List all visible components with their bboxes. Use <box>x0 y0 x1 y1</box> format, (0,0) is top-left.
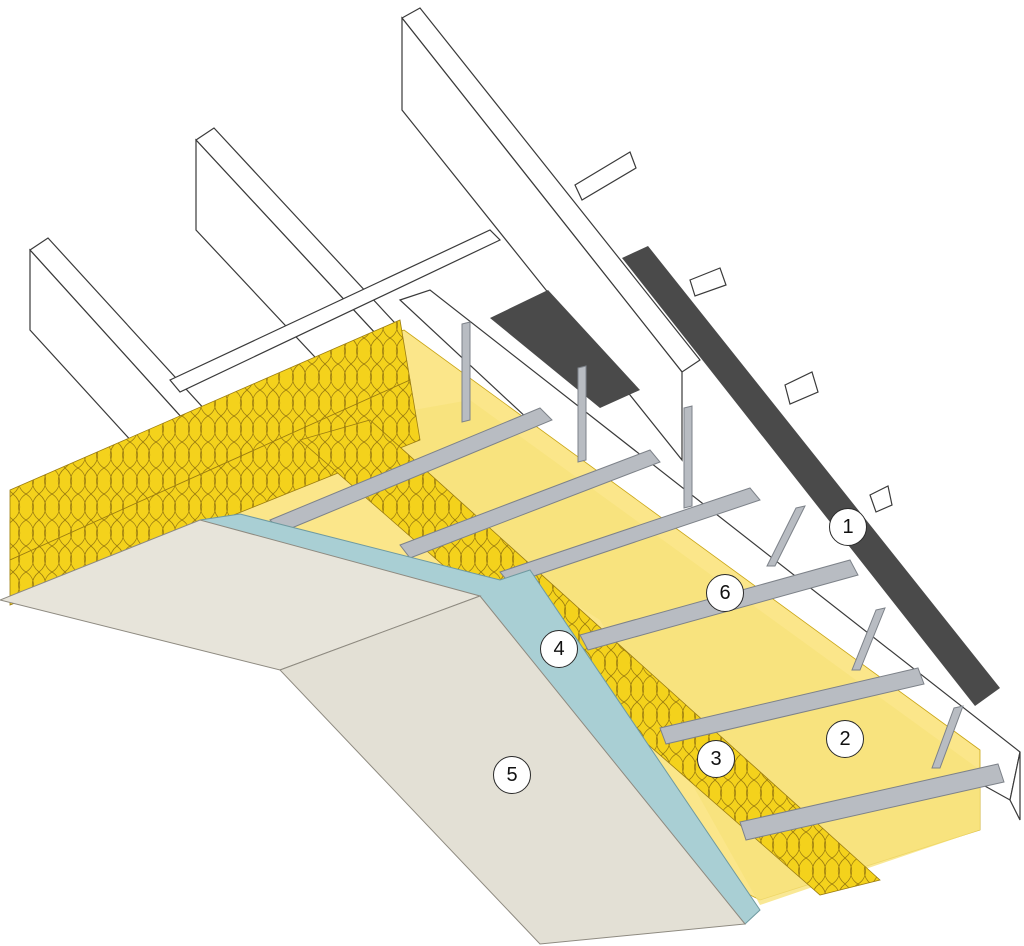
callout-3: 3 <box>697 740 735 778</box>
vapour-membrane-strip <box>622 246 1000 706</box>
callout-2: 2 <box>826 720 864 758</box>
callout-1: 1 <box>829 508 867 546</box>
cross-batten-1 <box>169 229 502 393</box>
vapour-membrane <box>490 290 640 408</box>
cross-batten-5 <box>869 485 893 513</box>
cross-batten-2 <box>574 151 637 201</box>
callout-6: 6 <box>706 574 744 612</box>
timber-joists <box>29 7 893 562</box>
suspension-hangers <box>461 321 964 769</box>
callout-4: 4 <box>540 630 578 668</box>
cross-batten-4 <box>784 371 819 405</box>
callout-5: 5 <box>493 756 531 794</box>
cross-batten-3 <box>689 267 727 297</box>
